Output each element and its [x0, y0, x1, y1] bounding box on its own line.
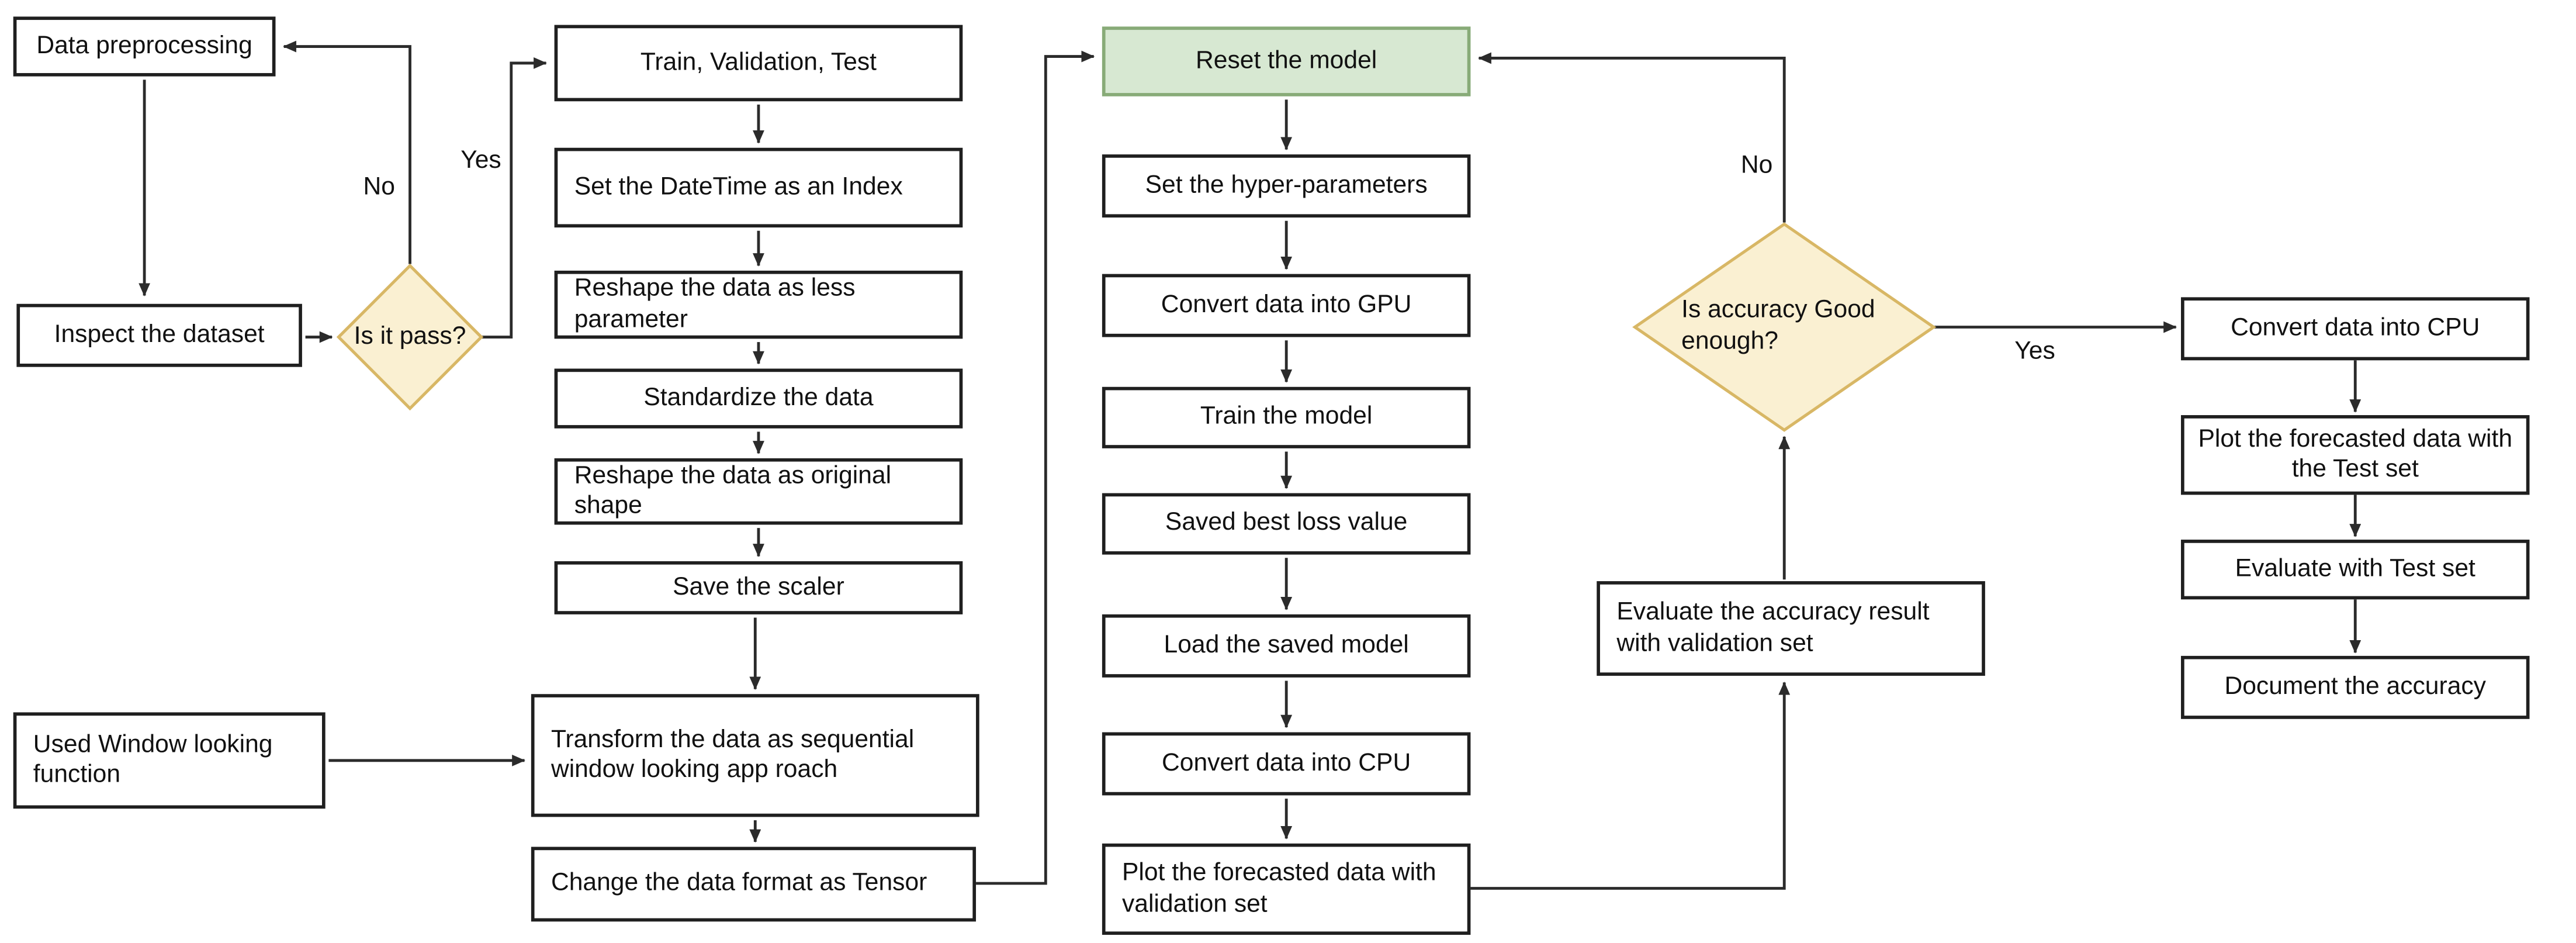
- edge-no-to-datapreprocessing: [283, 40, 411, 264]
- edge-label-no-2: No: [1740, 151, 1773, 179]
- node-train-validation-test: Train, Validation, Test: [554, 25, 963, 102]
- node-reshape-less-parameter: Reshape the data as less parameter: [554, 270, 963, 339]
- node-transform-sequential-window: Transform the data as sequential window …: [531, 694, 979, 817]
- node-document-accuracy: Document the accuracy: [2181, 655, 2530, 719]
- edge-yes-to-trainvaltest: [481, 57, 547, 338]
- node-set-hyper-parameters: Set the hyper-parameters: [1102, 154, 1471, 218]
- node-used-window-function: Used Window looking function: [13, 712, 326, 809]
- decision-is-accuracy-shape: [1632, 222, 1937, 432]
- node-convert-data-cpu-2: Convert data into CPU: [2181, 297, 2530, 361]
- node-inspect-dataset: Inspect the dataset: [16, 303, 302, 367]
- edge-label-yes-1: Yes: [461, 146, 501, 175]
- node-evaluate-test-set: Evaluate with Test set: [2181, 540, 2530, 600]
- edge-plotval-to-evaluate: [1470, 681, 1791, 890]
- node-reshape-original-shape: Reshape the data as original shape: [554, 458, 963, 525]
- decision-is-accuracy-label: Is accuracy Good enough?: [1681, 296, 1875, 355]
- node-save-scaler: Save the scaler: [554, 561, 963, 614]
- node-change-format-tensor: Change the data format as Tensor: [531, 847, 977, 922]
- node-train-the-model: Train the model: [1102, 386, 1471, 448]
- node-set-datetime-index: Set the DateTime as an Index: [554, 147, 963, 228]
- node-plot-forecast-validation: Plot the forecasted data with validation…: [1102, 843, 1471, 935]
- decision-is-it-pass-shape: [336, 263, 484, 411]
- decision-is-it-pass-label: Is it pass?: [354, 321, 466, 350]
- node-evaluate-accuracy-validation: Evaluate the accuracy result with valida…: [1597, 581, 1985, 676]
- node-reset-model: Reset the model: [1102, 26, 1471, 96]
- edge-label-no-1: No: [363, 172, 395, 201]
- edge-label-yes-2: Yes: [2014, 337, 2055, 365]
- node-convert-data-gpu: Convert data into GPU: [1102, 274, 1471, 337]
- edge-no-to-resetmodel: [1478, 52, 1786, 223]
- node-load-saved-model: Load the saved model: [1102, 614, 1471, 678]
- edge-changetensor-to-reset: [976, 50, 1095, 885]
- node-plot-forecast-test: Plot the forecasted data with the Test s…: [2181, 415, 2530, 495]
- node-standardize-data: Standardize the data: [554, 368, 963, 429]
- node-convert-data-cpu: Convert data into CPU: [1102, 732, 1471, 796]
- node-saved-best-loss: Saved best loss value: [1102, 493, 1471, 555]
- node-data-preprocessing: Data preprocessing: [13, 16, 276, 77]
